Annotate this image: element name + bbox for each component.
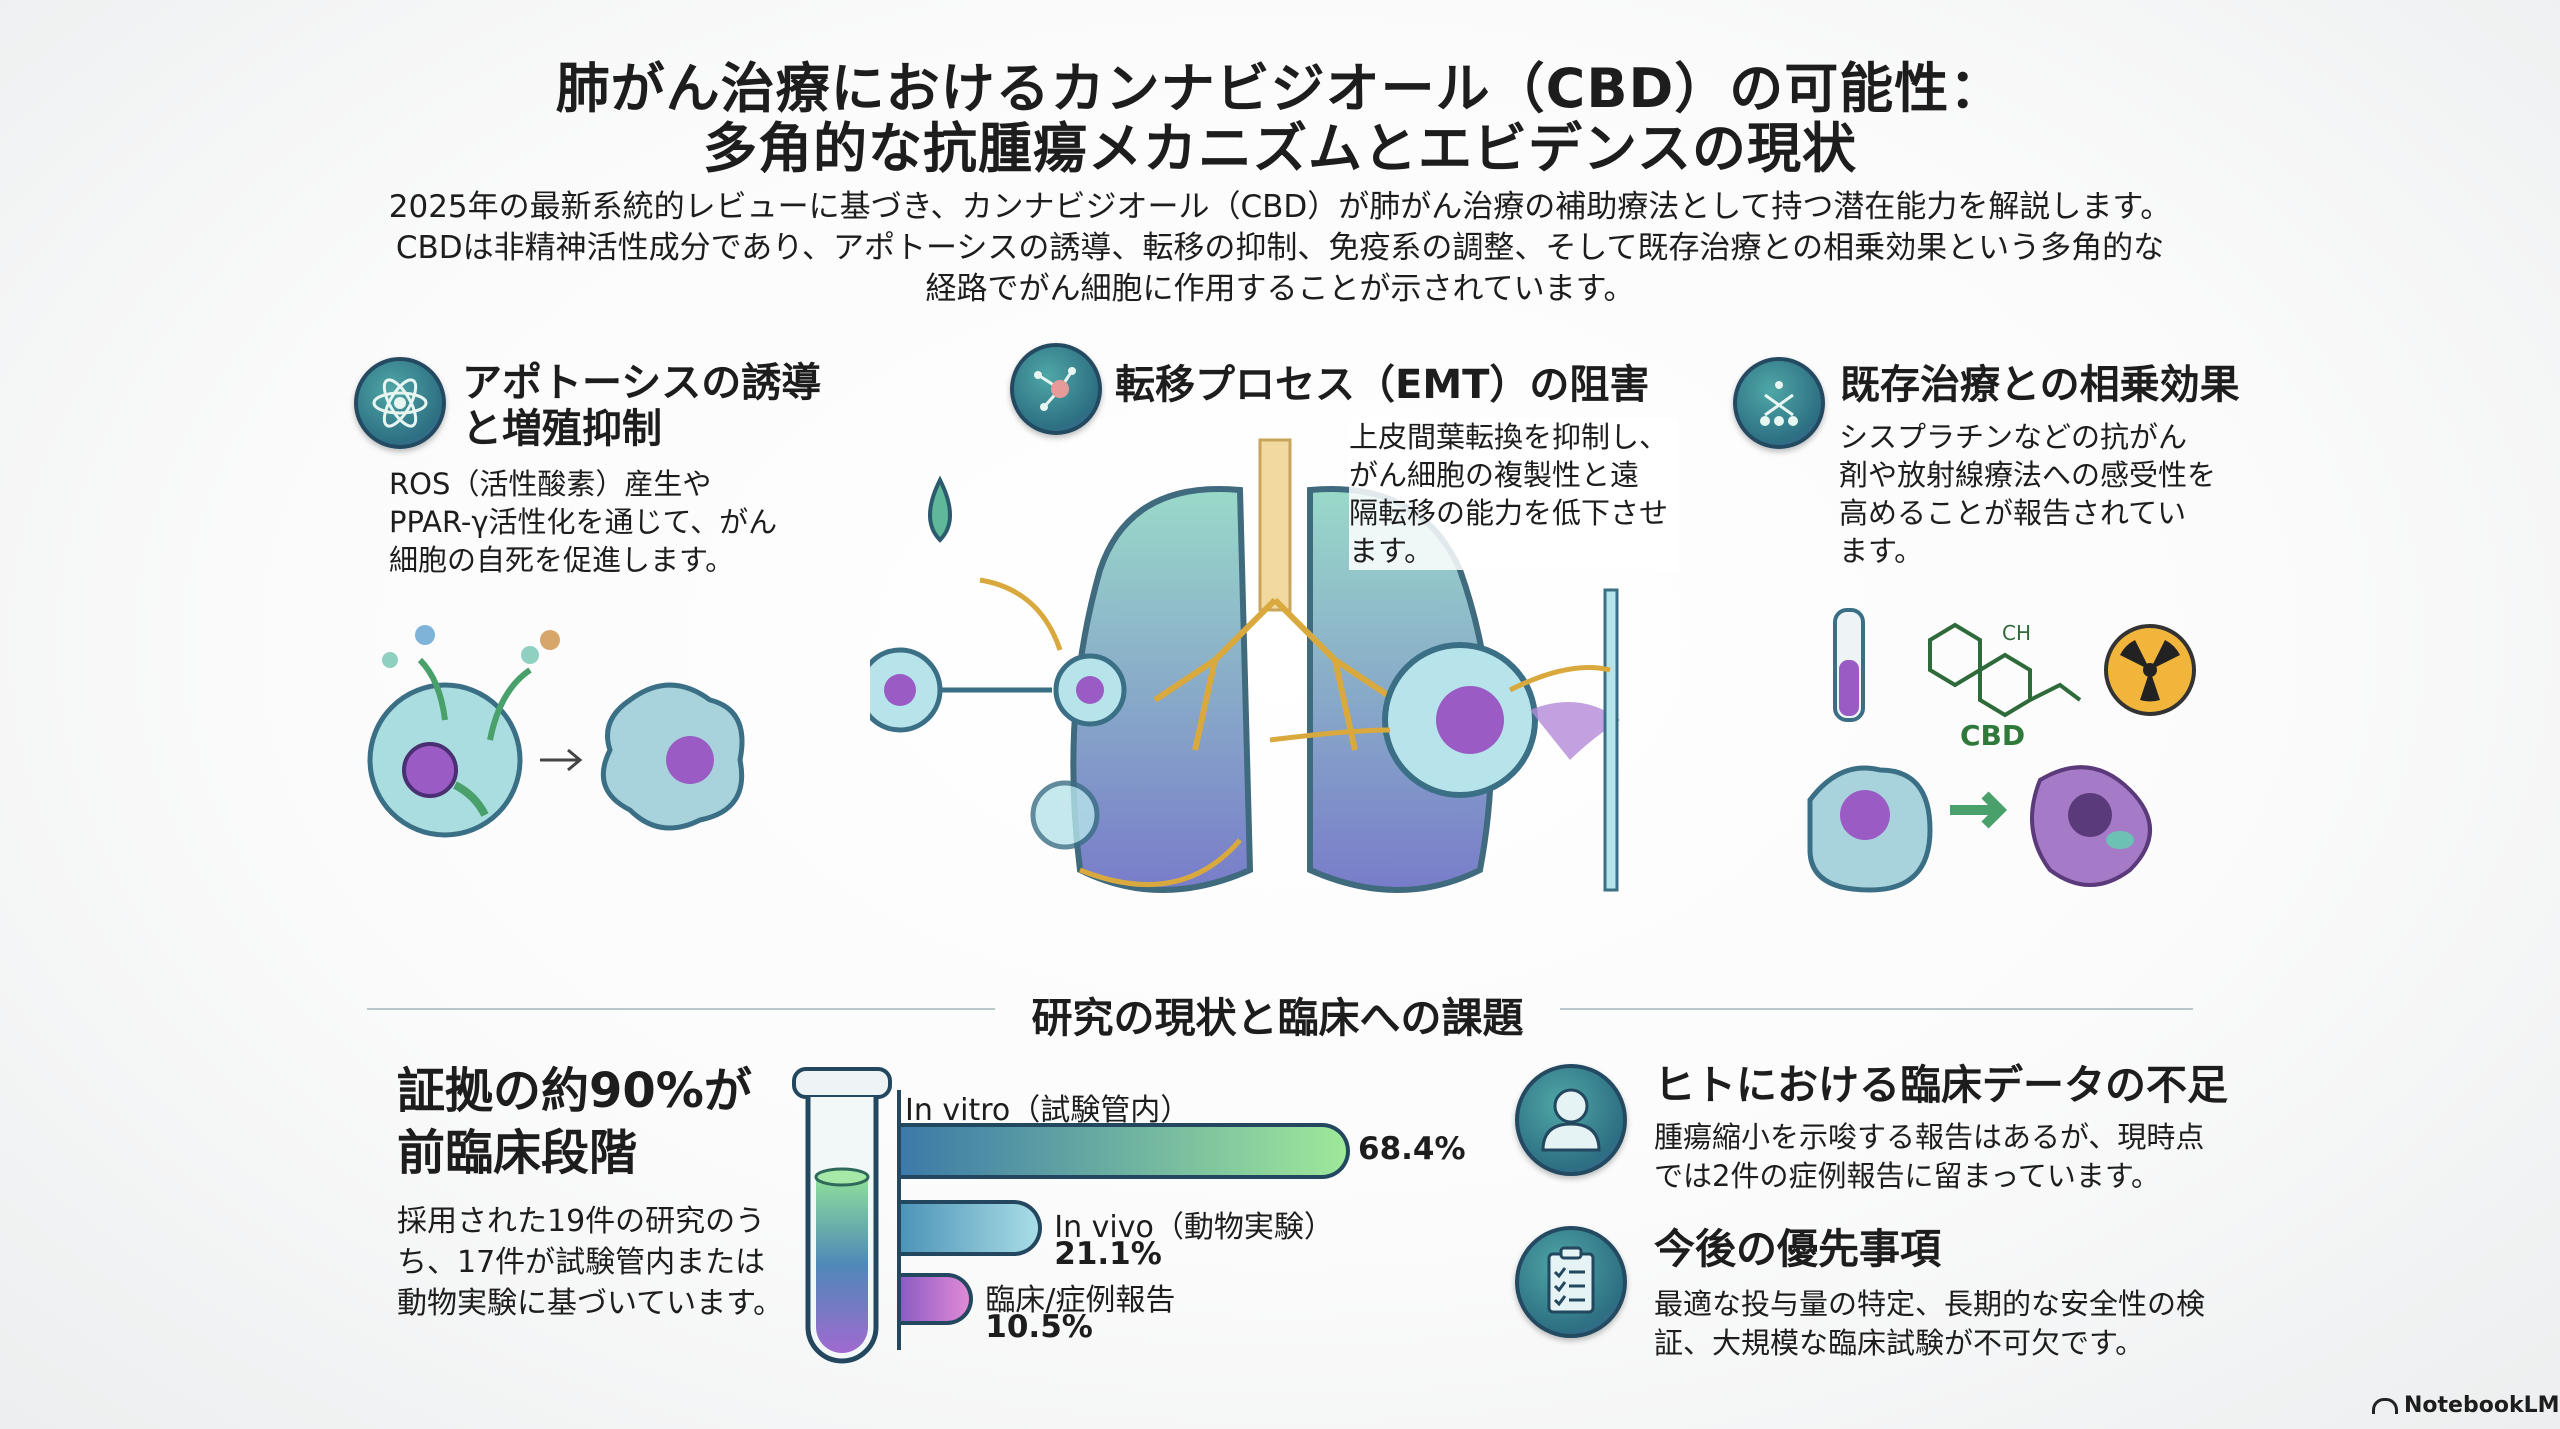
body-line: 証、大規模な臨床試験が不可欠です。 bbox=[1654, 1326, 2145, 1360]
test-tube-icon bbox=[792, 1067, 892, 1364]
bar-value-0: 68.4% bbox=[1358, 1131, 1466, 1167]
person-icon bbox=[1515, 1064, 1627, 1176]
mechanism-body-apoptosis: ROS（活性酸素）産生や PPAR-γ活性化を通じて、がん 細胞の自死を促進しま… bbox=[389, 465, 777, 579]
body-line: ち、17件が試験管内または bbox=[397, 1245, 766, 1280]
synergy-illustration: CH CBD bbox=[1807, 608, 2196, 893]
synergy-icon bbox=[1733, 357, 1825, 449]
body-line: ROS（活性酸素）産生や bbox=[389, 467, 712, 501]
body-line: 上皮間葉転換を抑制し、 bbox=[1349, 420, 1669, 454]
notebooklm-logo: NotebookLM bbox=[2372, 1393, 2559, 1418]
title-line-2: 多角的な抗腫瘍メカニズムとエビデンスの現状 bbox=[703, 117, 1857, 180]
evidence-bar-chart: In vitro（試験管内） 68.4% In vivo（動物実験）21.1% 臨床/… bbox=[897, 1090, 1497, 1370]
chart-axis bbox=[897, 1090, 901, 1350]
mechanism-title-emt: 転移プロセス（EMT）の阻害 bbox=[1115, 362, 1650, 408]
section-divider-left bbox=[367, 1008, 995, 1010]
intro-line: 経路でがん細胞に作用することが示されています。 bbox=[925, 271, 1635, 307]
clipboard-icon bbox=[1515, 1226, 1627, 1338]
body-line: 最適な投与量の特定、長期的な安全性の検 bbox=[1654, 1287, 2206, 1321]
title-line: 証拠の約90%が bbox=[397, 1063, 752, 1119]
title-line: アポトーシスの誘導 bbox=[462, 360, 822, 406]
bar-value-2: 10.5% bbox=[985, 1309, 1093, 1345]
body-line: ます。 bbox=[1839, 534, 1924, 568]
body-line: 高めることが報告されてい bbox=[1839, 496, 2187, 530]
body-line: 剤や放射線療法への感受性を bbox=[1839, 458, 2217, 492]
bar-1 bbox=[901, 1200, 1043, 1256]
body-line: 隔転移の能力を低下させ bbox=[1349, 496, 1669, 530]
section-heading: 研究の現状と臨床への課題 bbox=[1031, 994, 1524, 1042]
intro-line: CBDは非精神活性成分であり、アポトーシスの誘導、転移の抑制、免疫系の調整、そし… bbox=[395, 230, 2165, 266]
title-line: と増殖抑制 bbox=[462, 406, 662, 452]
intro-text: 2025年の最新系統的レビューに基づき、カンナビジオール（CBD）が肺がん治療の… bbox=[0, 187, 2560, 310]
title-line: 前臨床段階 bbox=[397, 1125, 638, 1181]
evidence-body: 採用された19件の研究のう ち、17件が試験管内または 動物実験に基づいています… bbox=[397, 1201, 783, 1324]
lung-metastasis-illustration bbox=[870, 438, 1620, 893]
cbd-label: CBD bbox=[1960, 719, 2025, 752]
section-divider-right bbox=[1560, 1008, 2193, 1010]
ch-label: CH bbox=[2002, 621, 2031, 645]
challenge-title: ヒトにおける臨床データの不足 bbox=[1654, 1061, 2228, 1109]
body-line: ます。 bbox=[1349, 534, 1434, 568]
radiation-icon bbox=[2104, 624, 2196, 716]
notebooklm-icon bbox=[2372, 1397, 2398, 1414]
bar-label-1: In vivo（動物実験） bbox=[1054, 1210, 1334, 1245]
bar-2 bbox=[901, 1273, 974, 1325]
bar-0 bbox=[901, 1123, 1350, 1179]
body-line: がん細胞の複製性と遠 bbox=[1349, 458, 1640, 492]
mechanism-title-synergy: 既存治療との相乗効果 bbox=[1840, 362, 2240, 408]
mechanism-body-synergy: シスプラチンなどの抗がん 剤や放射線療法への感受性を 高めることが報告されてい … bbox=[1839, 418, 2216, 570]
apoptosis-illustration bbox=[367, 625, 745, 838]
body-line: 採用された19件の研究のう bbox=[397, 1204, 766, 1239]
bar-label-0: In vitro（試験管内） bbox=[905, 1093, 1191, 1128]
priority-title: 今後の優先事項 bbox=[1654, 1225, 1941, 1273]
intro-line: 2025年の最新系統的レビューに基づき、カンナビジオール（CBD）が肺がん治療の… bbox=[388, 189, 2172, 225]
brand-name: NotebookLM bbox=[2404, 1393, 2560, 1418]
body-line: 細胞の自死を促進します。 bbox=[389, 543, 735, 577]
body-line: 動物実験に基づいています。 bbox=[397, 1286, 784, 1321]
body-line: シスプラチンなどの抗がん bbox=[1839, 420, 2188, 454]
bar-label-2: 臨床/症例報告 bbox=[985, 1283, 1176, 1318]
atom-icon bbox=[354, 357, 446, 449]
bar-value-1: 21.1% bbox=[1054, 1236, 1162, 1272]
challenge-body: 腫瘍縮小を示唆する報告はあるが、現時点 では2件の症例報告に留まっています。 bbox=[1654, 1118, 2204, 1196]
body-line: PPAR-γ活性化を通じて、がん bbox=[389, 505, 778, 539]
evidence-title: 証拠の約90%が 前臨床段階 bbox=[397, 1060, 752, 1184]
body-line: では2件の症例報告に留まっています。 bbox=[1654, 1159, 2160, 1193]
body-line: 腫瘍縮小を示唆する報告はあるが、現時点 bbox=[1654, 1120, 2205, 1154]
mechanism-title-apoptosis: アポトーシスの誘導 と増殖抑制 bbox=[462, 360, 821, 452]
network-icon bbox=[1010, 343, 1102, 435]
title-line-1: 肺がん治療におけるカンナビジオール（CBD）の可能性： bbox=[555, 57, 2005, 120]
mechanism-body-emt: 上皮間葉転換を抑制し、 がん細胞の複製性と遠 隔転移の能力を低下させ ます。 bbox=[1349, 418, 1679, 570]
priority-body: 最適な投与量の特定、長期的な安全性の検 証、大規模な臨床試験が不可欠です。 bbox=[1654, 1285, 2205, 1363]
